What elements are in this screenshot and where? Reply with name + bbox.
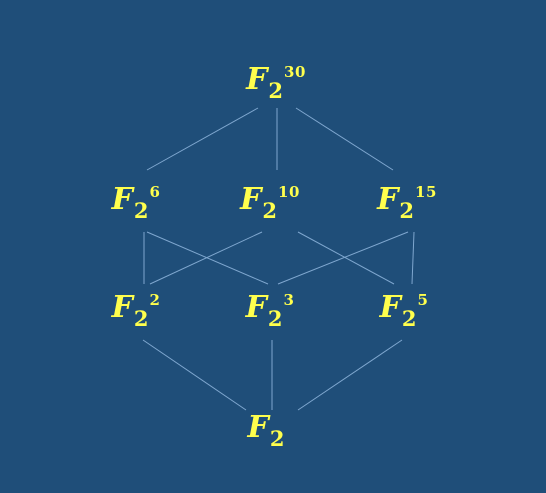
field-subscript: 2 [401,306,417,331]
node-f2-6: F26 [111,182,161,222]
field-exponent: 15 [415,183,437,201]
field-symbol: F [246,62,268,97]
field-subscript: 2 [133,306,149,331]
field-symbol: F [379,290,401,325]
node-f2-15: F215 [377,182,437,222]
field-exponent: 5 [417,291,429,309]
field-subscript: 2 [267,306,283,331]
edge-f2-10-to-f2-2 [149,231,263,285]
field-exponent: 30 [284,63,306,81]
node-f2-10: F210 [240,182,300,222]
edge-f2-15-to-f2-5 [411,231,415,285]
field-symbol: F [111,182,133,217]
field-exponent: 3 [283,291,295,309]
edge-f2-10-to-f2-5 [297,231,395,285]
edge-f2-30-to-f2-6 [146,107,259,171]
field-exponent: 10 [278,183,300,201]
edge-f2-5-to-f2 [297,339,403,411]
edge-f2-15-to-f2-3 [277,231,409,285]
field-symbol: F [245,290,267,325]
field-symbol: F [377,182,399,217]
node-f2-3: F23 [245,290,295,330]
edge-f2-2-to-f2 [142,339,247,411]
node-f2: F2 [247,410,285,450]
field-symbol: F [240,182,262,217]
field-symbol: F [111,290,133,325]
field-exponent: 6 [149,183,161,201]
field-subscript: 2 [399,198,415,223]
edge-f2-30-to-f2-15 [295,107,394,171]
field-subscript: 2 [133,198,149,223]
edge-f2-6-to-f2-3 [146,231,269,285]
field-subscript: 2 [268,78,284,103]
node-f2-2: F22 [111,290,161,330]
field-subscript: 2 [269,426,285,451]
field-exponent: 2 [149,291,161,309]
field-subscript: 2 [262,198,278,223]
node-f2-30: F230 [246,62,306,102]
node-f2-5: F25 [379,290,429,330]
field-symbol: F [247,410,269,445]
